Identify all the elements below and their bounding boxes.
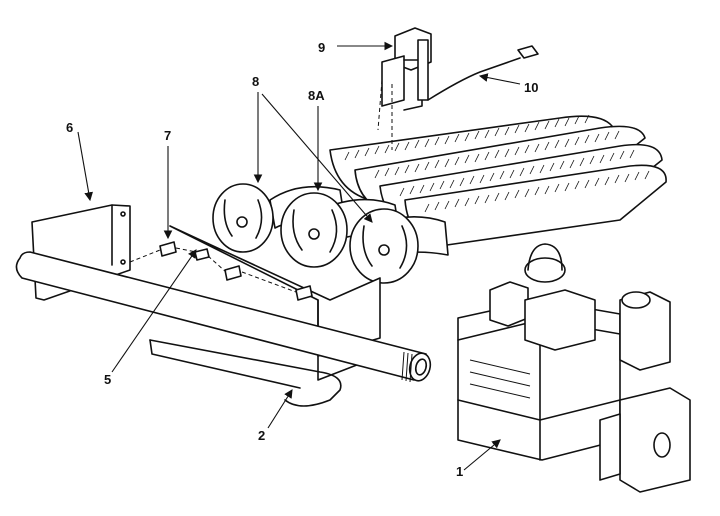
callout-7: 7	[164, 128, 171, 143]
gas-control-valve	[457, 243, 691, 493]
callout-1: 1	[456, 464, 463, 479]
pilot-tubing	[149, 339, 342, 407]
orifices	[129, 241, 313, 301]
callout-9: 9	[318, 40, 325, 55]
pilot-assembly	[377, 27, 539, 150]
leader-lines	[77, 41, 521, 471]
burner-face-plates	[212, 183, 419, 284]
callout-6: 6	[66, 120, 73, 135]
callout-labels: 1 2 5 6 7 8 8A 9 10	[66, 40, 538, 479]
callout-5: 5	[104, 372, 111, 387]
callout-10: 10	[524, 80, 538, 95]
callout-8a: 8A	[308, 88, 325, 103]
gas-manifold-pipe	[15, 251, 432, 383]
callout-2: 2	[258, 428, 265, 443]
callout-8: 8	[252, 74, 259, 89]
